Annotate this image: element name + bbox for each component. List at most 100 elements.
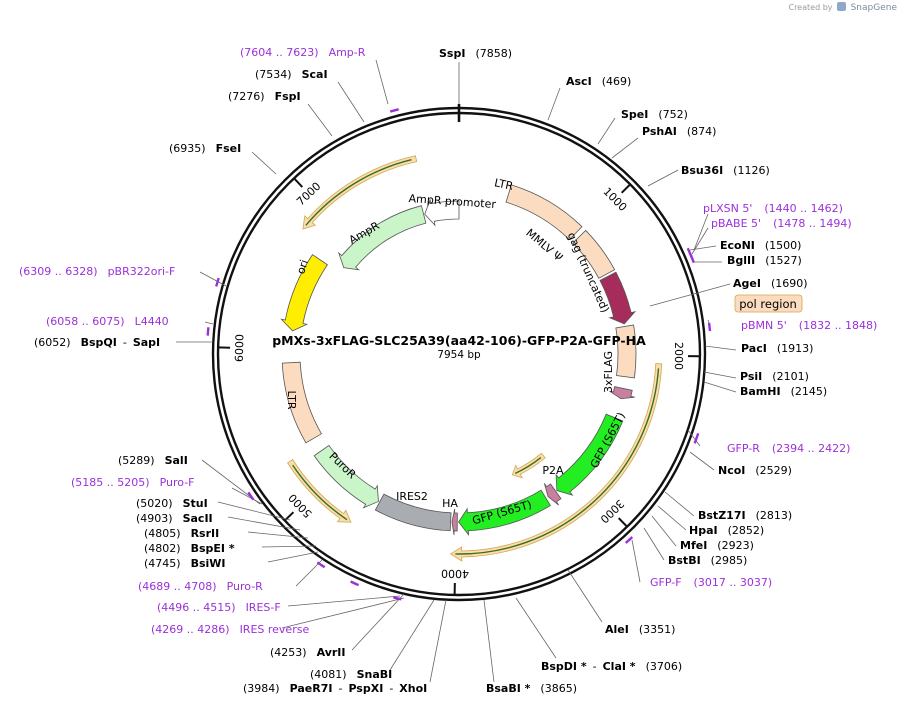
leader-19 <box>429 599 447 683</box>
leader-4 <box>647 169 679 187</box>
site-sspi: SspI(7858) <box>439 47 512 60</box>
primer-mark-0[interactable] <box>389 108 399 113</box>
leader-36 <box>631 539 641 583</box>
leader-13 <box>657 505 687 531</box>
primer-pbmn-5: pBMN 5'(1832 .. 1848) <box>741 319 877 332</box>
feature-ltr-2[interactable] <box>281 361 323 444</box>
primer-ires-reverse: (4269 .. 4286)IRES reverse <box>151 623 309 636</box>
site-bstbi: BstBI(2985) <box>668 554 747 567</box>
feature-label-ires2: IRES2 <box>396 490 428 503</box>
orf-2 <box>287 458 352 523</box>
feature-ori[interactable] <box>280 254 328 332</box>
site-avrii: (4253)AvrII <box>270 646 345 659</box>
leader-30 <box>307 103 333 137</box>
leader-18 <box>483 599 495 683</box>
feature-ires2[interactable] <box>374 493 452 532</box>
feature-arcs <box>280 184 637 536</box>
orf-line-0 <box>305 159 412 226</box>
leader-33 <box>691 227 709 255</box>
primer-mark-8[interactable] <box>350 580 360 587</box>
site-bsiwi: (4745)BsiWI <box>144 557 226 570</box>
feature-label-ltr-2: LTR <box>285 391 298 410</box>
feature-ampr-prom[interactable] <box>424 198 460 227</box>
primer-mark-11[interactable] <box>206 327 210 336</box>
site-bspqi-sapi: (6052)BspQI-SapI <box>34 336 160 349</box>
leader-35 <box>687 429 701 447</box>
feature-label-pol: pol region <box>739 297 797 311</box>
primer-mark-10[interactable] <box>215 277 220 287</box>
primer-plxsn-5: pLXSN 5'(1440 .. 1462) <box>703 202 843 215</box>
primer-mark-9[interactable] <box>392 596 402 601</box>
orf-1 <box>449 363 663 562</box>
plasmid-length: 7954 bp <box>437 349 481 361</box>
site-spei: SpeI(752) <box>621 108 688 121</box>
site-psii: PsiI(2101) <box>740 370 809 383</box>
primer-labels: (7604 .. 7623)Amp-R pLXSN 5'(1440 .. 146… <box>19 46 877 636</box>
site-stui: (5020)StuI <box>136 497 208 510</box>
feature-gag[interactable] <box>599 271 637 325</box>
label-leaders <box>176 59 737 683</box>
snapgene-credit: Created by SnapGene <box>788 2 897 13</box>
leader-42 <box>204 321 214 325</box>
tick-3000 <box>617 517 628 528</box>
feature-ha[interactable] <box>451 508 458 535</box>
primer-pbr322ori-f: (6309 .. 6328)pBR322ori-F <box>19 265 175 278</box>
leader-32 <box>693 213 709 251</box>
feature-label-p2a: P2A <box>542 464 564 477</box>
primer-mark-5[interactable] <box>624 536 634 544</box>
primer-sites <box>206 108 712 601</box>
site-mfei: MfeI(2923) <box>680 539 754 552</box>
primer-mark-6[interactable] <box>247 491 255 501</box>
site-rsrii: (4805)RsrII <box>144 527 219 540</box>
leader-17 <box>515 597 557 659</box>
feature-mmlv-psi[interactable] <box>572 229 616 279</box>
tick-label-6000: 6000 <box>233 334 247 362</box>
site-paci: PacI(1913) <box>741 342 813 355</box>
feature-label-ampr-promoter: AmpR promoter <box>408 192 497 211</box>
leader-22 <box>267 551 319 563</box>
leader-3 <box>611 137 639 159</box>
restriction-site-labels: SspI(7858) AscI(469) SpeI(752) PshAI(874… <box>34 47 827 695</box>
feature-label-mmlv-psi: MMLV Ψ <box>523 226 565 264</box>
site-bsabi: BsaBI *(3865) <box>486 682 577 695</box>
leader-8 <box>704 345 737 351</box>
primer-mark-7[interactable] <box>316 561 326 569</box>
primer-gfp-f: GFP-F(3017 .. 3037) <box>650 576 772 589</box>
feature-puror[interactable] <box>313 444 379 509</box>
primer-mark-3[interactable] <box>707 322 712 332</box>
orf-line-3 <box>514 456 542 475</box>
feature-label-ori: ori <box>294 258 311 276</box>
feature-p2a[interactable] <box>543 483 562 506</box>
orf-0 <box>302 155 418 230</box>
primer-amp-r: (7604 .. 7623)Amp-R <box>240 46 366 59</box>
feature-ltr-1[interactable] <box>505 184 583 241</box>
site-econi: EcoNI(1500) <box>720 239 801 252</box>
leader-23 <box>261 545 317 548</box>
leader-15 <box>643 527 665 561</box>
primer-mark-2[interactable] <box>689 254 695 264</box>
leader-38 <box>295 559 323 587</box>
site-hpai: HpaI(2852) <box>689 524 764 537</box>
feature-gfp-2[interactable] <box>458 489 551 536</box>
primer-puro-f: (5185 .. 5205)Puro-F <box>71 476 195 489</box>
feature-flag[interactable] <box>609 386 635 400</box>
orf-line-1 <box>455 368 660 555</box>
primer-mark-4[interactable] <box>693 432 700 444</box>
feature-ampr[interactable] <box>337 205 427 271</box>
feature-gfp-1[interactable] <box>555 413 624 496</box>
leader-11 <box>689 451 715 471</box>
primer-puro-r: (4689 .. 4708)Puro-R <box>138 580 263 593</box>
leader-39 <box>287 595 401 607</box>
feature-pol[interactable] <box>615 324 637 379</box>
leader-7 <box>649 283 731 307</box>
site-fsei: (6935)FseI <box>169 142 241 155</box>
tick-label-2000: 2000 <box>672 342 685 370</box>
site-scai: (7534)ScaI <box>255 68 328 81</box>
leader-12 <box>664 491 695 517</box>
leader-16 <box>567 569 603 623</box>
credit-brand: SnapGene <box>850 3 897 13</box>
leader-1 <box>547 87 561 121</box>
site-sali: (5289)SalI <box>118 454 188 467</box>
leader-10 <box>703 381 737 393</box>
primer-gfp-r: GFP-R(2394 .. 2422) <box>727 442 850 455</box>
